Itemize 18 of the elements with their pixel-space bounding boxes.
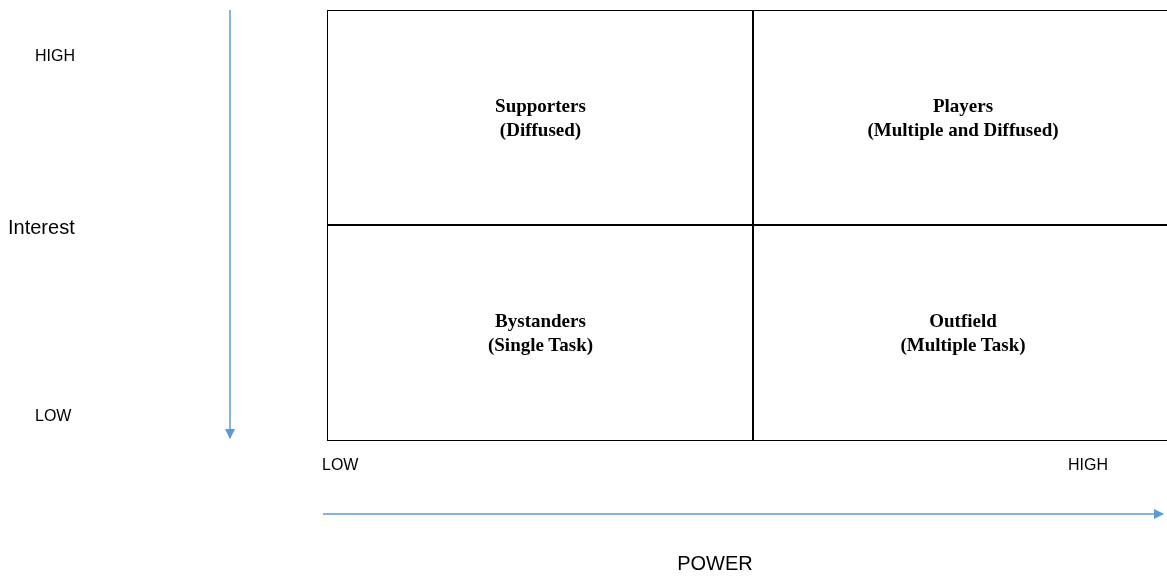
quadrant-subtitle: (Single Task)	[487, 332, 594, 357]
axis-level-label: LOW	[35, 407, 72, 425]
axis-title: Interest	[8, 216, 75, 239]
quadrant-title: Players	[932, 94, 994, 118]
axis-title: POWER	[677, 552, 753, 575]
axis-level-label: HIGH	[35, 47, 75, 65]
quadrant-box	[752, 10, 1167, 226]
quadrant-subtitle: (Diffused)	[499, 118, 582, 142]
quadrant-box	[327, 10, 754, 226]
axis-level-label: HIGH	[1068, 456, 1108, 474]
quadrant-subtitle: (Multiple Task)	[900, 332, 1026, 357]
quadrant-title: Bystanders	[495, 308, 586, 333]
axis-level-label: LOW	[322, 456, 359, 474]
quadrant-title: Outfield	[929, 308, 997, 333]
quadrant-box	[752, 224, 1167, 441]
quadrant-box	[327, 224, 754, 441]
quadrant-subtitle: (Multiple and Diffused)	[867, 118, 1059, 142]
quadrant-title: Supporters	[495, 94, 586, 118]
